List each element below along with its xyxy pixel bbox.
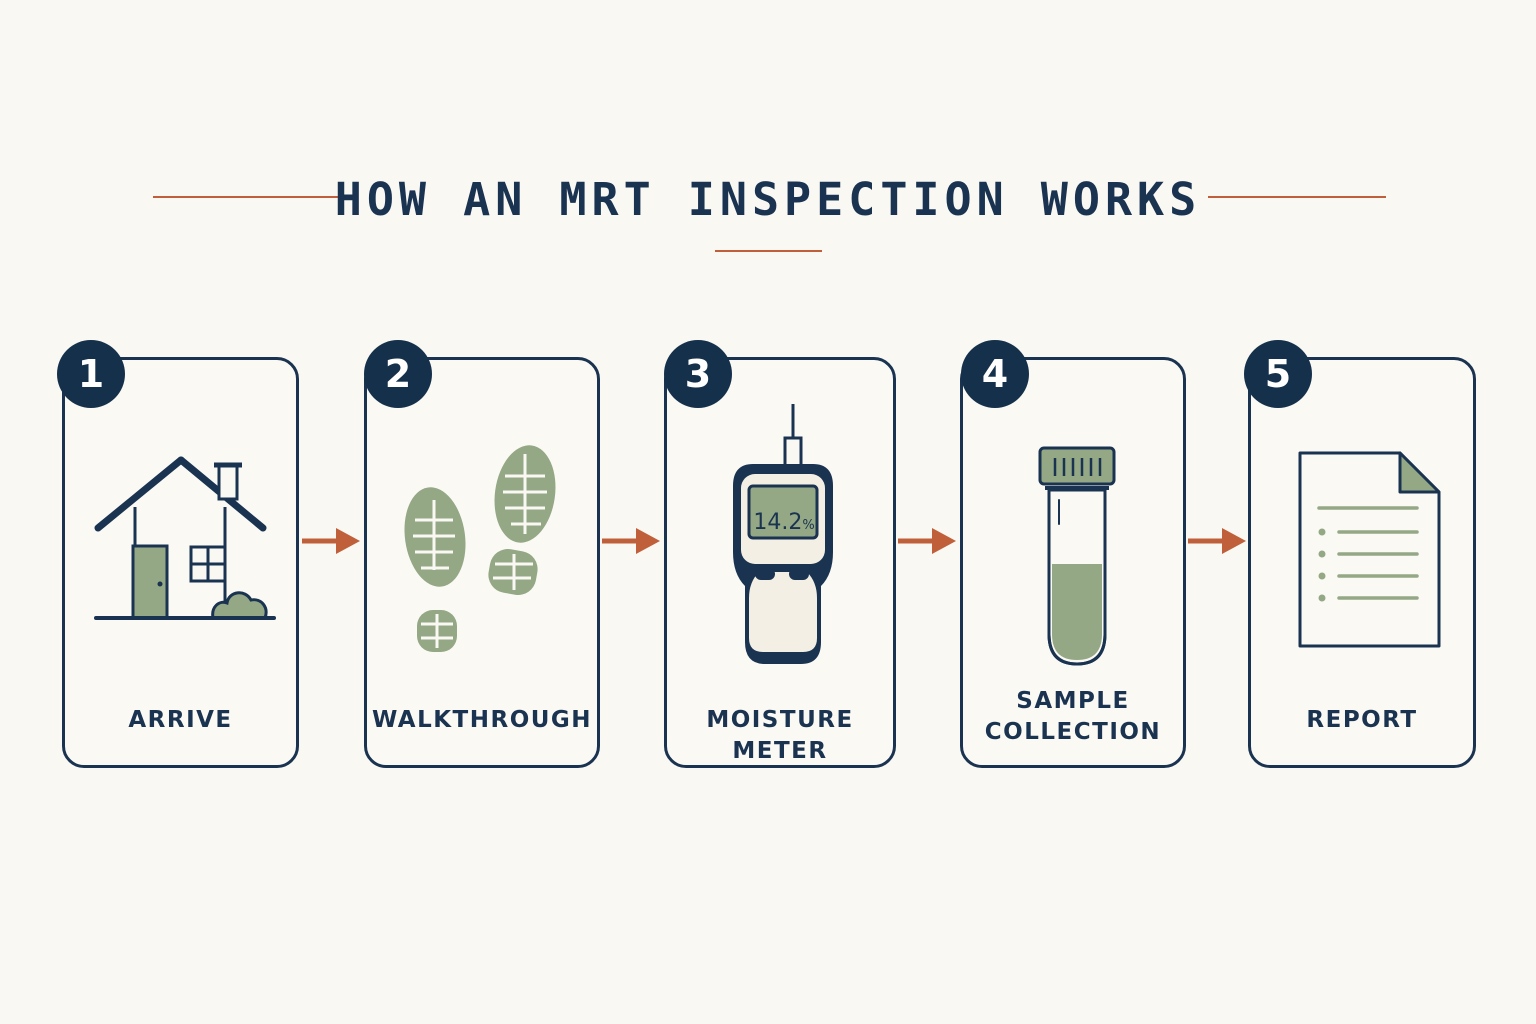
step-label-line2: COLLECTION: [984, 719, 1162, 745]
meter-reading: 14.2%: [749, 510, 819, 535]
step-label: REPORT: [1306, 707, 1418, 733]
step-number-badge: 5: [1244, 340, 1312, 408]
footprints-icon: [404, 445, 556, 652]
meter-reading-value: 14.2: [753, 510, 803, 535]
arrow-right-icon: [602, 528, 660, 554]
step-card-sample-collection: SAMPLE COLLECTION: [960, 357, 1186, 768]
step-card-moisture-meter: 14.2% MOISTURE METER: [664, 357, 896, 768]
arrow-right-icon: [302, 528, 360, 554]
step-number-badge: 1: [57, 340, 125, 408]
step-card-arrive: ARRIVE: [62, 357, 299, 768]
step-label: MOISTURE METER: [706, 707, 854, 764]
arrow-right-icon: [1188, 528, 1246, 554]
moisture-meter-icon: [733, 404, 833, 664]
title-rule-left: [153, 196, 355, 198]
title-underline: [715, 250, 822, 252]
step-label: WALKTHROUGH: [371, 707, 593, 733]
page-title: HOW AN MRT INSPECTION WORKS: [334, 173, 1202, 226]
step-card-report: REPORT: [1248, 357, 1476, 768]
step-number-badge: 3: [664, 340, 732, 408]
arrow-right-icon: [898, 528, 956, 554]
meter-reading-unit: %: [802, 518, 815, 533]
house-icon: [94, 456, 276, 620]
step-label: ARRIVE: [128, 707, 233, 733]
step-number-badge: 4: [961, 340, 1029, 408]
step-label-line1: SAMPLE: [1016, 688, 1130, 714]
step-card-walkthrough: WALKTHROUGH: [364, 357, 600, 768]
test-tube-icon: [1038, 446, 1116, 666]
title-rule-right: [1208, 196, 1386, 198]
step-number-badge: 2: [364, 340, 432, 408]
document-icon: [1298, 451, 1441, 648]
